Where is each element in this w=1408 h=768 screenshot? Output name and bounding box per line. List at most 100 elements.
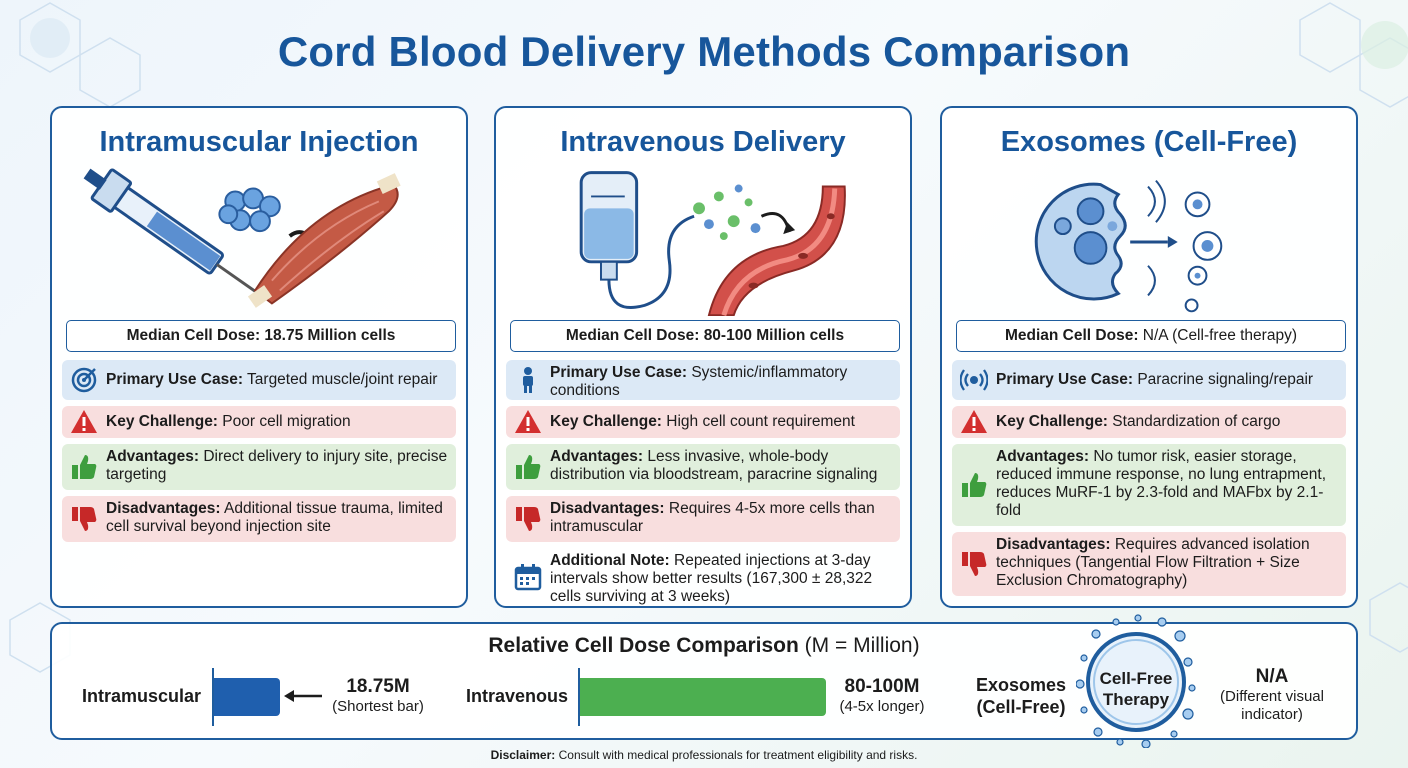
row-label: Advantages: <box>106 448 200 465</box>
row-label: Key Challenge: <box>550 413 662 430</box>
intravenous-note: (4-5x longer) <box>839 698 925 715</box>
row-text: Systemic/inflammatory conditions <box>550 364 848 399</box>
iv-bag-vessel-illustration <box>579 171 846 316</box>
primary-use-row: Primary Use Case: Paracrine signaling/re… <box>952 360 1346 400</box>
thumbs-up-icon <box>72 455 97 479</box>
dose-value: N/A (Cell-free therapy) <box>1142 327 1297 344</box>
warning-icon <box>515 410 541 433</box>
card-intravenous: Intravenous Delivery Median Cell Dose: 8… <box>494 106 912 608</box>
median-dose: Median Cell Dose: 80-100 Million cells <box>510 320 900 352</box>
row-label: Key Challenge: <box>996 413 1108 430</box>
signal-icon <box>960 369 988 391</box>
row-text: High cell count requirement <box>666 413 855 430</box>
key-challenge-row: Key Challenge: Standardization of cargo <box>952 406 1346 438</box>
card-title: Intravenous Delivery <box>560 126 846 158</box>
intramuscular-bar <box>214 678 280 716</box>
comparison-title: Relative Cell Dose Comparison (M = Milli… <box>52 634 1356 658</box>
additional-note-row: Additional Note: Repeated injections at … <box>506 548 900 606</box>
axis-line <box>212 668 214 726</box>
disclaimer-text: Consult with medical professionals for t… <box>558 748 918 762</box>
row-label: Advantages: <box>996 448 1090 465</box>
row-text: Poor cell migration <box>222 413 351 430</box>
key-challenge-row: Key Challenge: Poor cell migration <box>62 406 456 438</box>
card-title: Intramuscular Injection <box>99 126 419 158</box>
dose-value: 18.75 Million cells <box>264 327 396 344</box>
row-text: Standardization of cargo <box>1112 413 1281 430</box>
exosomes-note-line1: (Different visual <box>1220 688 1324 705</box>
intravenous-label: Intravenous <box>466 686 569 706</box>
row-label: Primary Use Case: <box>996 371 1133 388</box>
thumbs-up-icon <box>962 473 987 497</box>
thumbs-down-icon <box>72 507 97 531</box>
row-label: Disadvantages: <box>106 500 221 517</box>
advantages-row: Advantages: Direct delivery to injury si… <box>62 444 456 490</box>
target-icon <box>71 367 97 393</box>
row-text: Requires 4-5x more cells than intramuscu… <box>550 500 875 535</box>
key-challenge-row: Key Challenge: High cell count requireme… <box>506 406 900 438</box>
row-label: Primary Use Case: <box>550 364 687 381</box>
disadvantages-row: Disadvantages: Requires advanced isolati… <box>952 532 1346 596</box>
row-label: Key Challenge: <box>106 413 218 430</box>
row-text: Additional tissue trauma, limited cell s… <box>106 500 443 535</box>
row-text: Repeated injections at 3-day intervals s… <box>550 552 873 605</box>
disclaimer: Disclaimer: Consult with medical profess… <box>0 748 1408 762</box>
median-dose: Median Cell Dose: N/A (Cell-free therapy… <box>956 320 1346 352</box>
axis-line <box>578 668 580 726</box>
exosomes-label-line2: (Cell-Free) <box>976 697 1066 717</box>
intramuscular-label: Intramuscular <box>82 686 202 706</box>
thumbs-up-icon <box>516 455 541 479</box>
comparison-title-bold: Relative Cell Dose Comparison <box>488 634 799 657</box>
primary-use-row: Primary Use Case: Targeted muscle/joint … <box>62 360 456 400</box>
intravenous-value: 80-100M <box>844 676 920 697</box>
row-label: Disadvantages: <box>550 500 665 517</box>
card-exosomes: Exosomes (Cell-Free) Median Cell Dose: N… <box>940 106 1358 608</box>
disadvantages-row: Disadvantages: Additional tissue trauma,… <box>62 496 456 542</box>
row-text: Paracrine signaling/repair <box>1137 371 1314 388</box>
median-dose: Median Cell Dose: 18.75 Million cells <box>66 320 456 352</box>
row-label: Disadvantages: <box>996 536 1111 553</box>
badge-line2: Therapy <box>1102 690 1170 709</box>
intravenous-bar <box>580 678 826 716</box>
primary-use-row: Primary Use Case: Systemic/inflammatory … <box>506 360 900 400</box>
exosome-cell-illustration <box>1034 179 1223 313</box>
dose-label: Median Cell Dose: <box>126 327 261 344</box>
row-text: No tumor risk, easier storage, reduced i… <box>996 448 1327 519</box>
card-intramuscular: Intramuscular Injection Median Cell Dose… <box>50 106 468 608</box>
dose-label: Median Cell Dose: <box>565 327 700 344</box>
calendar-icon <box>514 564 542 591</box>
exosomes-label: Exosomes (Cell-Free) <box>976 674 1066 718</box>
dose-value: 80-100 Million cells <box>703 327 845 344</box>
row-label: Advantages: <box>550 448 644 465</box>
advantages-row: Advantages: Less invasive, whole-body di… <box>506 444 900 490</box>
exosomes-label-line1: Exosomes <box>976 675 1067 695</box>
disclaimer-label: Disclaimer: <box>490 748 556 762</box>
arrow-left-icon <box>284 690 322 702</box>
dose-label: Median Cell Dose: <box>1004 327 1139 344</box>
comparison-title-rest: (M = Million) <box>804 634 920 657</box>
intramuscular-note: (Shortest bar) <box>332 698 424 715</box>
cell-free-badge: Cell-Free Therapy <box>1096 668 1176 710</box>
warning-icon <box>71 410 97 433</box>
thumbs-down-icon <box>962 552 987 576</box>
row-text: Requires advanced isolation techniques (… <box>996 536 1310 589</box>
thumbs-down-icon <box>516 507 541 531</box>
exosome-bubbles-icon <box>1076 614 1196 748</box>
row-text: Direct delivery to injury site, precise … <box>106 448 448 483</box>
row-text: Less invasive, whole-body distribution v… <box>550 448 878 483</box>
warning-icon <box>961 410 987 433</box>
row-label: Additional Note: <box>550 552 670 569</box>
syringe-muscle-illustration <box>83 168 401 308</box>
card-title: Exosomes (Cell-Free) <box>1000 126 1298 158</box>
badge-line1: Cell-Free <box>1099 669 1173 688</box>
exosomes-value: N/A <box>1255 666 1289 687</box>
advantages-row: Advantages: No tumor risk, easier storag… <box>952 444 1346 526</box>
row-label: Primary Use Case: <box>106 371 243 388</box>
exosomes-note: (Different visual indicator) <box>1202 688 1342 724</box>
intramuscular-value: 18.75M <box>346 676 410 697</box>
exosomes-note-line2: indicator) <box>1241 706 1303 723</box>
row-text: Targeted muscle/joint repair <box>247 371 438 388</box>
disadvantages-row: Disadvantages: Requires 4-5x more cells … <box>506 496 900 542</box>
dose-comparison-panel: Relative Cell Dose Comparison (M = Milli… <box>50 614 1358 748</box>
person-icon <box>523 367 533 393</box>
page-title: Cord Blood Delivery Methods Comparison <box>277 28 1131 75</box>
